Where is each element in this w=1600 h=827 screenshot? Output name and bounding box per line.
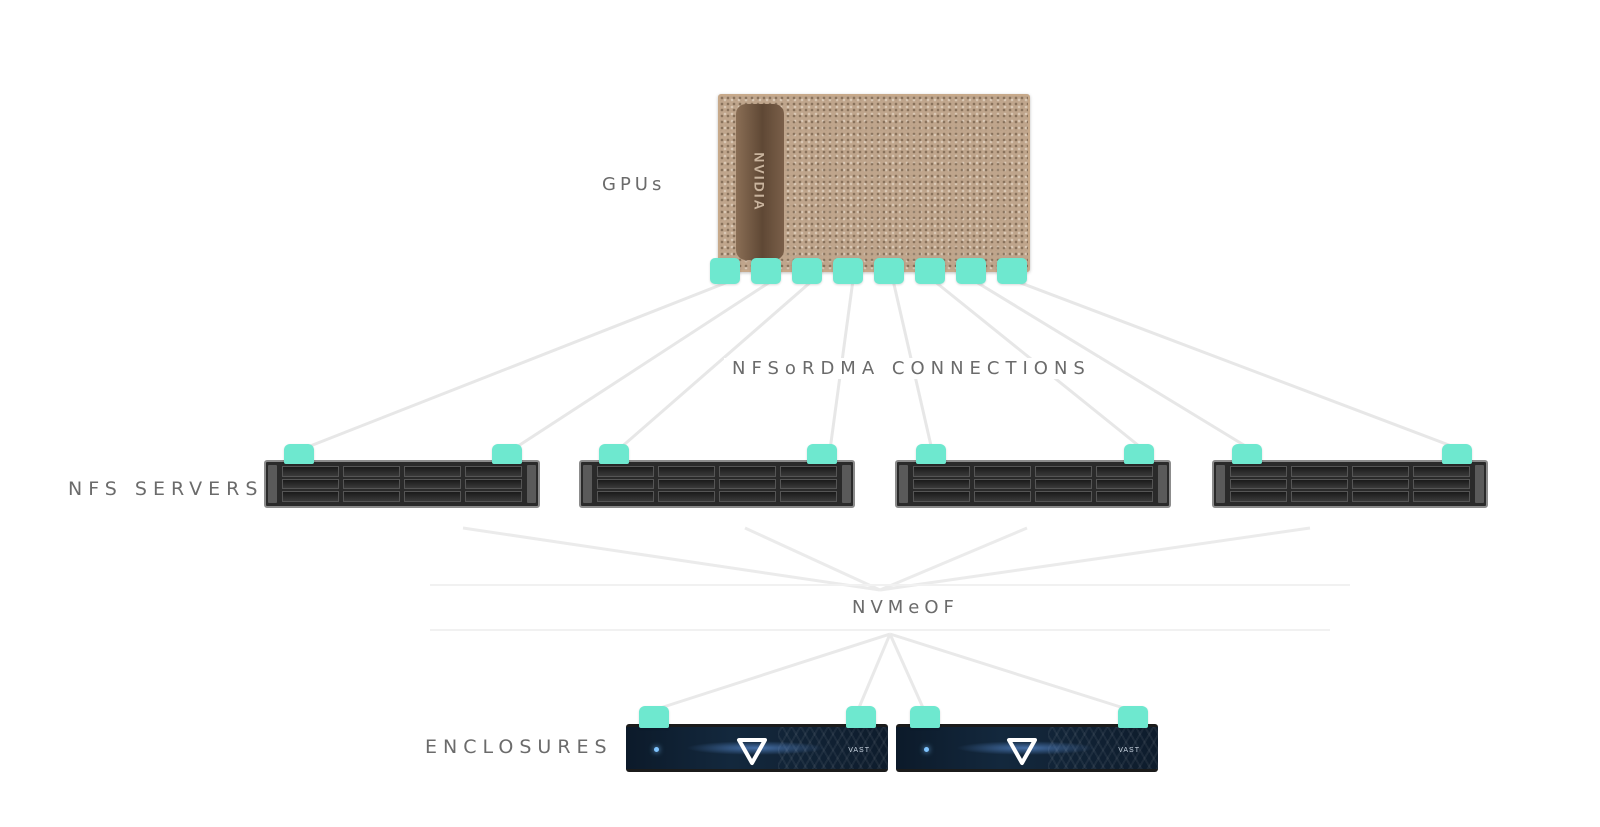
enclosure-glow: [686, 741, 826, 755]
link-enclosure-1a: [653, 632, 891, 712]
link-server-2: [744, 526, 881, 592]
drive-bays: [1230, 466, 1470, 502]
gpu-port: [915, 258, 945, 284]
rack-ear: [1475, 465, 1484, 503]
enclosure-port: [1118, 706, 1148, 728]
server-port: [1232, 444, 1262, 464]
server-port: [492, 444, 522, 464]
server-port: [284, 444, 314, 464]
enclosure-brand: VAST: [848, 747, 870, 754]
nvmeof-label: NVMeOF: [846, 597, 965, 618]
rack-ear: [1216, 465, 1225, 503]
enclosure-2: VAST: [896, 724, 1158, 772]
vast-logo-icon: [1007, 738, 1037, 765]
link-enclosure-2a: [888, 633, 926, 711]
gpu-port: [956, 258, 986, 284]
rack-ear: [842, 465, 851, 503]
enclosures-label: ENCLOSURES: [425, 736, 613, 758]
enclosure-port: [639, 706, 669, 728]
gpu-server: NVIDIA: [718, 94, 1030, 272]
link-gpu-port-1: [299, 278, 734, 452]
link-gpu-port-3: [617, 278, 814, 452]
gpu-port: [751, 258, 781, 284]
drive-bays: [913, 466, 1153, 502]
nfs-connections-label: NFSoRDMA CONNECTIONS: [724, 358, 1099, 379]
gpu-port: [710, 258, 740, 284]
server-port: [1442, 444, 1472, 464]
link-server-4: [879, 526, 1311, 592]
rack-ear: [268, 465, 277, 503]
server-port: [1124, 444, 1154, 464]
nfs-servers-label: NFS SERVERS: [68, 478, 264, 500]
rack-ear: [583, 465, 592, 503]
gpus-label: GPUs: [602, 174, 666, 195]
drive-bays: [282, 466, 522, 502]
enclosure-1: VAST: [626, 724, 888, 772]
gpu-faceplate: NVIDIA: [736, 104, 784, 260]
rack-ear: [899, 465, 908, 503]
link-enclosure-2b: [889, 632, 1131, 712]
link-server-3: [879, 526, 1028, 592]
enclosure-port: [846, 706, 876, 728]
gpu-brand-mark: NVIDIA: [752, 152, 769, 212]
status-led: [654, 747, 659, 752]
nfs-server-2: [579, 460, 855, 508]
server-to-fabric-links: [462, 526, 1311, 592]
link-enclosure-1b: [856, 633, 892, 711]
nfs-server-3: [895, 460, 1171, 508]
drive-bays: [597, 466, 837, 502]
server-port: [807, 444, 837, 464]
enclosure-brand: VAST: [1118, 747, 1140, 754]
server-port: [916, 444, 946, 464]
link-gpu-port-2: [511, 278, 774, 452]
gpu-port: [997, 258, 1027, 284]
enclosure-port: [910, 706, 940, 728]
nfs-server-4: [1212, 460, 1488, 508]
enclosure-glow: [956, 741, 1096, 755]
vast-logo-icon: [737, 738, 767, 765]
fabric-to-enclosure-links: [653, 632, 1131, 712]
gpu-port: [792, 258, 822, 284]
gpu-port: [874, 258, 904, 284]
link-gpu-port-7: [972, 278, 1253, 452]
status-led: [924, 747, 929, 752]
nfs-server-1: [264, 460, 540, 508]
link-server-1: [462, 526, 881, 592]
rack-ear: [1158, 465, 1167, 503]
link-gpu-port-8: [1012, 278, 1463, 452]
server-port: [599, 444, 629, 464]
rack-ear: [527, 465, 536, 503]
gpu-port: [833, 258, 863, 284]
